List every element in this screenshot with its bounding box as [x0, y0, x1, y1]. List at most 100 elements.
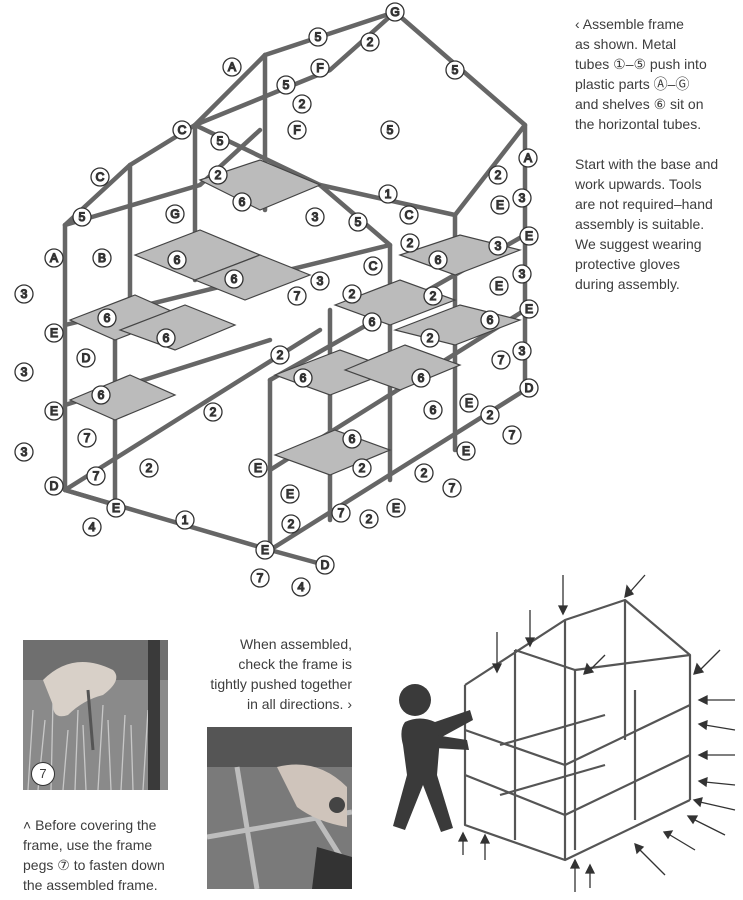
svg-text:G: G — [170, 207, 179, 221]
instruction-line: plastic parts Ⓐ–Ⓖ — [575, 76, 690, 92]
svg-text:4: 4 — [89, 520, 96, 534]
svg-text:5: 5 — [79, 210, 86, 224]
svg-text:2: 2 — [277, 348, 284, 362]
svg-text:C: C — [96, 170, 105, 184]
svg-text:7: 7 — [449, 481, 456, 495]
svg-text:3: 3 — [312, 210, 319, 224]
svg-text:E: E — [525, 302, 533, 316]
svg-text:E: E — [261, 543, 269, 557]
caption-line: frame, use the frame — [23, 837, 153, 853]
svg-text:E: E — [286, 487, 294, 501]
svg-text:7: 7 — [257, 571, 264, 585]
svg-text:C: C — [178, 123, 187, 137]
svg-text:7: 7 — [84, 431, 91, 445]
svg-text:2: 2 — [366, 512, 373, 526]
svg-text:2: 2 — [146, 461, 153, 475]
caption-line: pegs ⑦ to fasten down — [23, 857, 165, 873]
svg-text:D: D — [50, 479, 59, 493]
svg-text:1: 1 — [385, 187, 392, 201]
hands-frame-image — [207, 727, 352, 889]
svg-text:2: 2 — [349, 287, 356, 301]
svg-text:7: 7 — [93, 469, 100, 483]
svg-text:3: 3 — [519, 344, 526, 358]
svg-text:3: 3 — [519, 267, 526, 281]
svg-text:4: 4 — [298, 580, 305, 594]
svg-text:2: 2 — [407, 236, 414, 250]
svg-text:E: E — [50, 326, 58, 340]
svg-text:7: 7 — [294, 289, 301, 303]
svg-text:5: 5 — [452, 63, 459, 77]
svg-text:3: 3 — [519, 191, 526, 205]
tip-line: We suggest wearing — [575, 236, 702, 252]
caption-line: in all directions. › — [246, 696, 352, 712]
svg-text:G: G — [390, 5, 399, 19]
svg-text:1: 1 — [182, 513, 189, 527]
svg-text:7: 7 — [338, 506, 345, 520]
svg-text:A: A — [228, 60, 236, 74]
svg-text:5: 5 — [315, 30, 322, 44]
svg-text:3: 3 — [21, 287, 28, 301]
svg-text:D: D — [525, 381, 534, 395]
svg-text:B: B — [98, 251, 106, 265]
svg-text:6: 6 — [418, 371, 425, 385]
svg-text:5: 5 — [283, 78, 290, 92]
tip-line: during assembly. — [575, 276, 680, 292]
svg-text:6: 6 — [430, 403, 437, 417]
svg-text:7: 7 — [498, 353, 505, 367]
caption-line: check the frame is — [238, 656, 352, 672]
svg-text:6: 6 — [163, 331, 170, 345]
tip-line: assembly is suitable. — [575, 216, 705, 232]
svg-text:3: 3 — [317, 274, 324, 288]
svg-text:6: 6 — [487, 313, 494, 327]
svg-text:E: E — [392, 501, 400, 515]
tip-line: work upwards. Tools — [575, 176, 702, 192]
instruction-line: as shown. Metal — [575, 36, 677, 52]
svg-text:F: F — [293, 123, 300, 137]
instruction-line: and shelves ⑥ sit on — [575, 96, 704, 112]
svg-text:D: D — [82, 351, 91, 365]
svg-text:2: 2 — [359, 461, 366, 475]
svg-text:2: 2 — [299, 97, 306, 111]
svg-text:6: 6 — [239, 195, 246, 209]
instruction-line: tubes ①–⑤ push into — [575, 56, 707, 72]
person-icon — [393, 684, 473, 832]
svg-text:2: 2 — [210, 405, 217, 419]
svg-text:6: 6 — [349, 432, 356, 446]
caption-line: ˄ Before covering the — [23, 817, 157, 833]
svg-text:6: 6 — [435, 253, 442, 267]
caption-line: tightly pushed together — [210, 676, 352, 692]
svg-text:C: C — [369, 259, 378, 273]
svg-text:E: E — [112, 501, 120, 515]
svg-text:F: F — [316, 61, 323, 75]
caption-line: the assembled frame. — [23, 877, 158, 893]
svg-text:5: 5 — [387, 123, 394, 137]
svg-text:5: 5 — [355, 215, 362, 229]
svg-text:E: E — [495, 279, 503, 293]
svg-text:A: A — [50, 251, 58, 265]
svg-text:2: 2 — [495, 168, 502, 182]
svg-text:7: 7 — [509, 428, 516, 442]
svg-text:E: E — [50, 404, 58, 418]
svg-text:3: 3 — [21, 445, 28, 459]
svg-text:E: E — [525, 229, 533, 243]
caption-line: When assembled, — [239, 636, 352, 652]
svg-text:6: 6 — [98, 388, 105, 402]
svg-text:6: 6 — [369, 315, 376, 329]
assembly-instructions: ‹ Assemble frame as shown. Metal tubes ①… — [575, 14, 740, 134]
tip-line: Start with the base and — [575, 156, 719, 172]
instruction-line: ‹ Assemble frame — [575, 16, 684, 32]
svg-text:2: 2 — [421, 466, 428, 480]
svg-text:E: E — [462, 444, 470, 458]
peg-number-badge: 7 — [31, 762, 55, 786]
svg-text:6: 6 — [174, 253, 181, 267]
pegs-caption: ˄ Before covering the frame, use the fra… — [23, 815, 193, 895]
svg-text:A: A — [524, 151, 532, 165]
svg-text:2: 2 — [215, 168, 222, 182]
svg-text:2: 2 — [427, 331, 434, 345]
svg-text:C: C — [405, 208, 414, 222]
svg-text:5: 5 — [217, 134, 224, 148]
svg-text:E: E — [465, 396, 473, 410]
frame-check-photo — [207, 727, 352, 889]
push-test-illustration — [393, 574, 736, 892]
svg-text:2: 2 — [487, 408, 494, 422]
